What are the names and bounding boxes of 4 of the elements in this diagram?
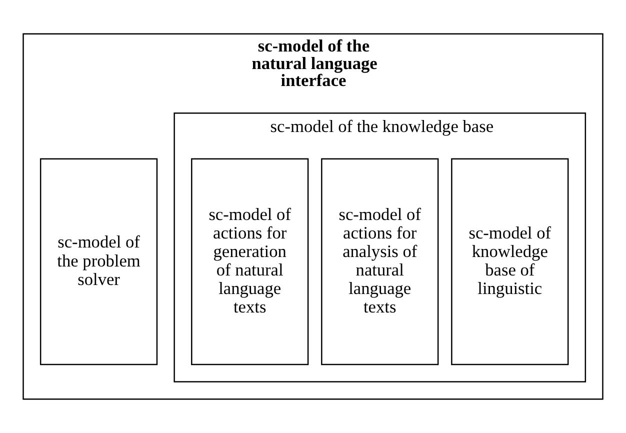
- node-box: sc-model of actions for generation of natural language texts: [191, 158, 309, 366]
- node-box: sc-model of the problem solver: [40, 158, 158, 366]
- node-box: sc-model of actions for analysis of natural language texts: [321, 158, 439, 366]
- node-box: sc-model of knowledge base of linguistic: [451, 158, 569, 366]
